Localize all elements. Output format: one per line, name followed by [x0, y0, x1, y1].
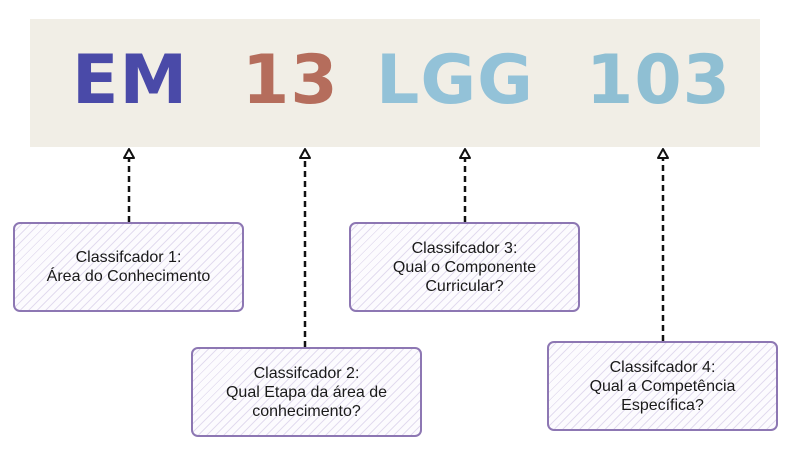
arrow-head-2 [299, 148, 311, 159]
code-component-segment: LGG [376, 41, 534, 120]
classifier-2-line-2: conhecimento? [252, 402, 361, 420]
classifier-4-title: Classifcador 4: [609, 358, 716, 376]
classifier-2-title: Classifcador 2: [253, 364, 360, 382]
classifier-3-line-1: Qual o Componente [392, 258, 537, 276]
classifier-3-title: Classifcador 3: [411, 239, 518, 257]
classifier-4-line-2: Específica? [621, 396, 704, 414]
classifier-box-4: Classifcador 4: Qual a Competência Espec… [547, 341, 778, 431]
classifier-1-line-1: Área do Conhecimento [46, 268, 211, 285]
classifier-box-1: Classifcador 1: Área do Conhecimento [13, 222, 244, 312]
classifier-2-line-1: Qual Etapa da área de [225, 383, 387, 401]
arrow-head-1 [123, 148, 135, 159]
code-competence-segment: 103 [586, 41, 731, 120]
classifier-1-title: Classifcador 1: [75, 249, 182, 266]
code-banner [30, 19, 760, 147]
code-em-segment: EM [72, 41, 189, 120]
classifier-box-3: Classifcador 3: Qual o Componente Curric… [349, 222, 580, 312]
arrow-head-4 [657, 148, 669, 159]
classifier-3-line-2: Curricular? [425, 277, 504, 295]
classifier-box-2: Classifcador 2: Qual Etapa da área de co… [191, 347, 422, 437]
classifier-4-line-1: Qual a Competência [589, 377, 736, 395]
arrow-head-3 [459, 148, 471, 159]
code-stage-segment: 13 [242, 41, 339, 120]
